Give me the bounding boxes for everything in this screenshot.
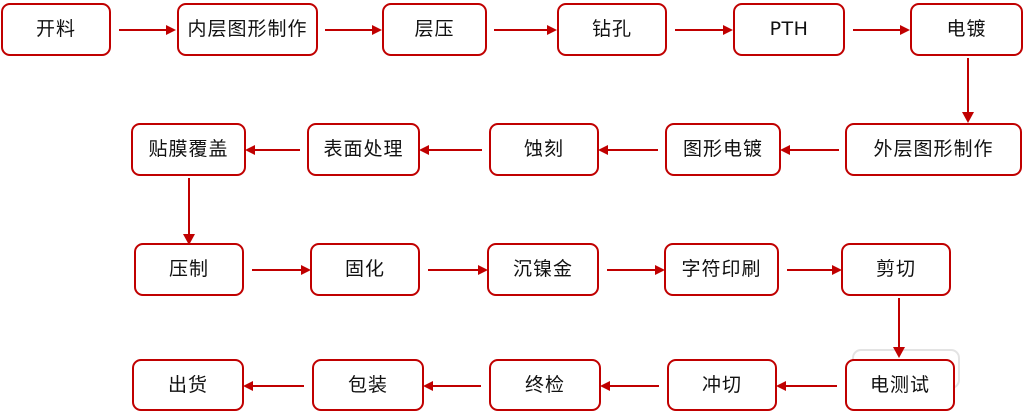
process-node-label: 剪切 [875,258,916,280]
flow-arrow-line [432,385,481,387]
flow-arrow-head [893,347,905,358]
flow-arrow-line [787,269,833,271]
flow-arrow-head [301,264,311,275]
flow-arrow-head [166,24,176,35]
process-node-label: 开料 [35,18,76,40]
flow-arrow-line [607,149,658,151]
process-node[interactable]: 压制 [134,243,244,296]
flow-arrow-line [785,385,837,387]
process-node-label: 出货 [167,373,208,396]
flow-arrow-line [789,149,839,151]
process-node[interactable]: 图形电镀 [665,123,781,176]
flow-arrow-head [900,24,910,35]
flow-arrow-line [428,269,479,271]
flow-arrow-line [188,178,190,235]
process-node[interactable]: PTH [733,3,845,56]
process-node-label: 字符印刷 [681,258,762,280]
process-node-label: 钻孔 [591,18,632,40]
flow-arrow-line [675,29,724,31]
process-node-label: 终检 [524,373,565,396]
process-node-label: 内层图形制作 [187,18,308,40]
process-node-label: 沉镍金 [512,258,573,280]
flow-arrow-head [600,380,610,391]
process-node[interactable]: 冲切 [667,359,777,411]
process-node[interactable]: 电测试 [845,359,955,411]
flow-arrow-head [243,380,253,391]
process-node-label: 包装 [347,373,388,396]
process-node[interactable]: 沉镍金 [487,243,599,296]
flow-arrow-head [478,264,488,275]
process-node-label: 表面处理 [323,138,404,160]
process-node[interactable]: 剪切 [841,243,951,296]
process-node[interactable]: 层压 [382,3,487,56]
process-node[interactable]: 表面处理 [307,123,420,176]
flow-arrow-line [609,385,659,387]
process-node-label: 外层图形制作 [873,138,994,160]
process-node[interactable]: 电镀 [910,3,1023,56]
flow-arrow-line [254,149,300,151]
flow-arrow-head [780,144,790,155]
flow-arrow-line [494,29,548,31]
flow-arrow-line [252,269,302,271]
process-node[interactable]: 固化 [310,243,420,296]
process-node[interactable]: 终检 [489,359,601,411]
flow-arrow-line [607,269,656,271]
flow-arrow-line [252,385,304,387]
process-node[interactable]: 开料 [1,3,111,56]
process-node[interactable]: 内层图形制作 [177,3,318,56]
flow-arrow-line [428,149,482,151]
process-node-label: PTH [769,18,809,40]
flow-arrow-head [419,144,429,155]
flow-arrow-head [372,24,382,35]
process-node-label: 蚀刻 [523,138,564,160]
process-node-label: 电测试 [869,373,930,396]
flow-arrow-line [853,29,901,31]
process-node[interactable]: 蚀刻 [489,123,599,176]
process-node[interactable]: 钻孔 [557,3,667,56]
flow-arrow-line [325,29,373,31]
process-node[interactable]: 出货 [132,359,244,411]
flow-arrow-head [832,264,842,275]
flow-arrow-head [723,24,733,35]
process-node[interactable]: 字符印刷 [664,243,779,296]
flow-arrow-head [655,264,665,275]
process-node-label: 电镀 [946,18,987,40]
process-node[interactable]: 外层图形制作 [845,123,1022,176]
flow-arrow-head [547,24,557,35]
flow-arrow-head [245,144,255,155]
flow-arrow-head [423,380,433,391]
flow-arrow-line [119,29,167,31]
flow-arrow-line [898,298,900,348]
flow-arrow-head [776,380,786,391]
process-node-label: 层压 [414,18,455,40]
process-node-label: 贴膜覆盖 [148,138,229,160]
process-node-label: 固化 [344,258,385,280]
process-node-label: 冲切 [701,373,742,396]
flow-arrow-line [967,58,969,113]
process-node-label: 压制 [168,258,209,280]
process-node-label: 图形电镀 [682,138,763,160]
process-node[interactable]: 包装 [312,359,424,411]
flow-arrow-head [962,112,974,123]
process-node[interactable]: 贴膜覆盖 [131,123,246,176]
flow-arrow-head [598,144,608,155]
flow-arrow-head [183,234,195,245]
